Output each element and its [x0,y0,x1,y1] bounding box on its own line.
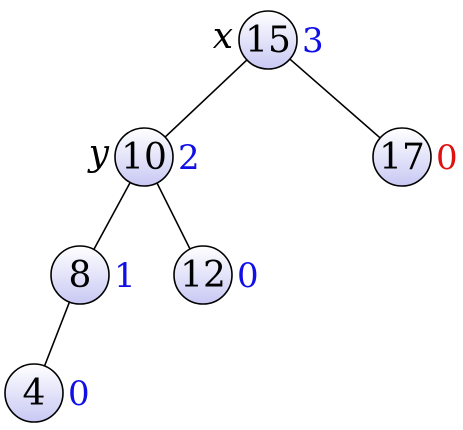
node-variable-label: x [213,16,233,57]
tree-node-12: 12 0 [173,245,259,305]
edge-n15-n10 [164,59,248,138]
node-circle [50,245,110,305]
edges [43,58,381,367]
node-variable-label: y [87,133,110,174]
node-key: 17 [379,137,425,178]
node-key: 8 [69,255,92,296]
edge-n10-n12 [156,182,191,250]
node-rank-label: 1 [114,256,136,296]
node-circle [238,10,298,70]
tree-node-17: 17 0 [372,127,458,187]
node-circle [173,245,233,305]
tree-node-15: 15 3 x [213,10,324,70]
edge-n15-n17 [289,58,381,139]
tree-node-10: 10 2 y [87,127,200,187]
node-rank-label: 0 [68,374,90,414]
node-key: 12 [180,255,226,296]
edge-n10-n8 [93,182,131,250]
node-rank-label: 0 [237,256,259,296]
node-rank-label: 3 [302,21,324,61]
node-circle [372,127,432,187]
node-key: 10 [121,137,167,178]
node-key: 15 [245,20,291,61]
node-rank-label: 2 [178,138,200,178]
node-key: 4 [23,373,46,414]
node-circle [114,127,174,187]
node-rank-label: 0 [436,138,458,178]
edge-n8-n4 [43,301,71,367]
node-circle [4,363,64,423]
